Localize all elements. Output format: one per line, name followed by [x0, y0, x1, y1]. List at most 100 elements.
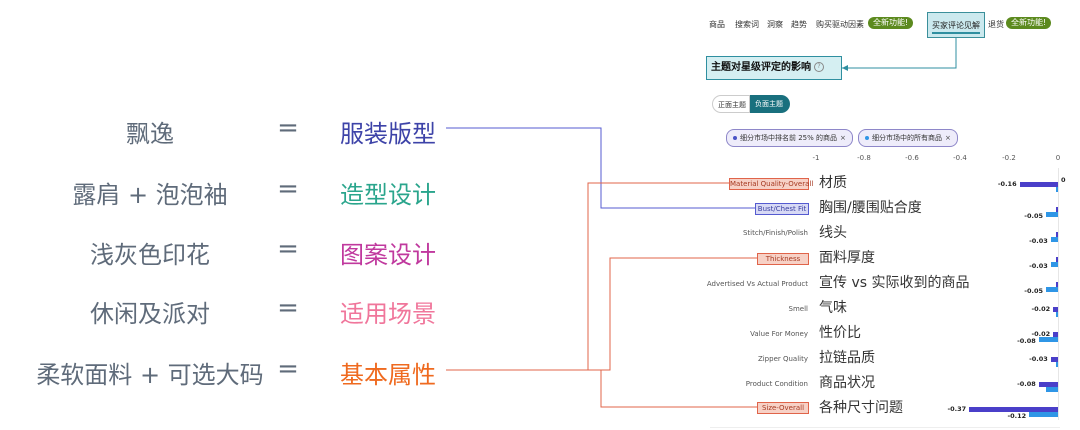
- annotation-loose-threads: 线头: [819, 225, 847, 241]
- bar-all-7[interactable]: [1056, 362, 1058, 367]
- bar-value-label: -0.02: [1031, 305, 1051, 313]
- chip-top25-products[interactable]: 细分市场中排名前 25% 的商品×: [726, 129, 853, 147]
- bar-value-label: -0.37: [947, 405, 967, 413]
- mapping-equals-0: =: [277, 113, 299, 143]
- mapping-category-4: 基本属性: [340, 361, 436, 389]
- new-feature-badge-1: 全新功能!: [868, 17, 914, 29]
- row-label-smell: Smell: [788, 305, 808, 313]
- mapping-category-1: 造型设计: [340, 181, 436, 209]
- bar-all-4[interactable]: [1046, 287, 1058, 292]
- annotation-smell: 气味: [819, 300, 847, 316]
- x-tick-label: -1: [812, 154, 820, 162]
- x-tick-label: -0.4: [953, 154, 967, 162]
- connector-basic-attrs: [446, 182, 729, 371]
- annotation-thickness: 面料厚度: [819, 250, 875, 266]
- bar-top25-8[interactable]: [1038, 382, 1058, 387]
- nav-item-returns[interactable]: 退货: [988, 20, 1004, 29]
- chip-all-label: 细分市场中的所有商品: [872, 134, 942, 142]
- bar-all-6[interactable]: [1038, 337, 1058, 342]
- bar-value-label: 0: [1061, 176, 1066, 184]
- annotation-value: 性价比: [819, 325, 861, 341]
- chip-all-products[interactable]: 细分市场中的所有商品×: [858, 129, 958, 147]
- panel-bottom-divider: [710, 427, 1060, 428]
- nav-item-products[interactable]: 商品: [709, 20, 725, 29]
- x-tick-label: 0: [1055, 154, 1061, 162]
- toggle-positive-topics[interactable]: 正面主题: [712, 95, 750, 113]
- bar-all-3[interactable]: [1050, 262, 1058, 267]
- active-tab-underline: [932, 32, 980, 34]
- mapping-equals-3: =: [277, 293, 299, 323]
- nav-item-trends[interactable]: 趋势: [791, 20, 807, 29]
- bar-all-1[interactable]: [1046, 212, 1058, 217]
- bar-value-label: -0.16: [997, 180, 1017, 188]
- mapping-left-1: 露肩 + 泡泡袖: [72, 181, 228, 209]
- bar-value-label: -0.03: [1029, 237, 1048, 245]
- row-label-value: Value For Money: [750, 330, 808, 338]
- bar-top25-2[interactable]: [1056, 232, 1058, 237]
- bar-top25-5[interactable]: [1053, 307, 1058, 312]
- nav-item-purchase-drivers[interactable]: 购买驱动因素: [816, 20, 864, 29]
- bar-all-8[interactable]: [1046, 387, 1058, 392]
- bar-value-label: -0.02: [1031, 330, 1051, 338]
- chip-top25-label: 细分市场中排名前 25% 的商品: [740, 134, 838, 142]
- x-tick-label: -0.6: [905, 154, 919, 162]
- annotation-advertised-vs-actual: 宣传 vs 实际收到的商品: [819, 275, 970, 291]
- connector-size: [588, 369, 757, 408]
- help-icon[interactable]: ?: [814, 62, 824, 72]
- mapping-left-4: 柔软面料 + 可选大码: [36, 361, 264, 389]
- annotation-size-issues: 各种尺寸问题: [819, 400, 903, 416]
- bar-top25-7[interactable]: [1050, 357, 1058, 362]
- bar-value-label: -0.05: [1024, 212, 1043, 220]
- bar-value-label: -0.05: [1024, 287, 1043, 295]
- row-label-material-quality: Material Quality-Overall: [729, 178, 814, 190]
- close-icon[interactable]: ×: [840, 134, 846, 142]
- row-label-thickness: Thickness: [757, 253, 809, 265]
- bar-value-label: -0.12: [1007, 412, 1027, 420]
- x-tick-label: -0.2: [1002, 154, 1016, 162]
- bar-top25-4[interactable]: [1056, 282, 1058, 287]
- section-title-text: 主题对星级评定的影响: [711, 62, 811, 73]
- row-label-zipper: Zipper Quality: [757, 355, 808, 363]
- mapping-left-2: 浅灰色印花: [90, 241, 210, 269]
- bar-all-2[interactable]: [1050, 237, 1058, 242]
- tab-buyer-review-insights-label: 买家评论见解: [932, 21, 980, 30]
- annotation-material: 材质: [819, 175, 847, 191]
- bar-top25-3[interactable]: [1056, 257, 1058, 262]
- section-title: 主题对星级评定的影响?: [706, 56, 842, 80]
- toggle-negative-topics[interactable]: 负面主题: [750, 95, 790, 113]
- row-label-advertised: Advertised Vs Actual Product: [706, 280, 808, 288]
- connector-thickness: [588, 257, 757, 371]
- nav-item-search-terms[interactable]: 搜索词: [735, 20, 759, 29]
- bar-top25-9[interactable]: [969, 407, 1058, 412]
- tab-buyer-review-insights[interactable]: 买家评论见解: [927, 12, 985, 38]
- bar-top25-0[interactable]: [1019, 182, 1058, 187]
- connector-tab-to-title: [842, 38, 957, 69]
- bar-value-label: -0.08: [1017, 337, 1036, 345]
- bar-top25-6[interactable]: [1053, 332, 1058, 337]
- mapping-category-2: 图案设计: [340, 241, 436, 269]
- mapping-equals-2: =: [277, 234, 299, 264]
- bar-all-5[interactable]: [1056, 312, 1058, 317]
- row-label-stitch: Stitch/Finish/Polish: [742, 229, 808, 237]
- series-dot-icon: [865, 136, 869, 140]
- bar-value-label: -0.03: [1029, 262, 1048, 270]
- mapping-equals-4: =: [277, 354, 299, 384]
- bar-all-9[interactable]: [1029, 412, 1058, 417]
- row-label-size-overall: Size-Overall: [757, 402, 809, 414]
- row-label-condition: Product Condition: [745, 380, 808, 388]
- annotation-bust-waist-fit: 胸围/腰围贴合度: [819, 200, 922, 216]
- arrowhead-icon: [842, 65, 848, 71]
- bar-top25-1[interactable]: [1056, 207, 1058, 212]
- mapping-category-0: 服装版型: [340, 120, 436, 148]
- mapping-category-3: 适用场景: [340, 300, 436, 328]
- row-label-bust-chest-fit: Bust/Chest Fit: [755, 203, 809, 215]
- annotation-zipper: 拉链品质: [819, 350, 875, 366]
- close-icon[interactable]: ×: [945, 134, 951, 142]
- bar-all-0[interactable]: [1056, 187, 1058, 192]
- nav-item-insights[interactable]: 洞察: [767, 20, 783, 29]
- series-dot-icon: [733, 136, 737, 140]
- bar-value-label: -0.08: [1017, 380, 1036, 388]
- zero-axis-line: [1058, 168, 1059, 420]
- bar-value-label: -0.03: [1029, 355, 1048, 363]
